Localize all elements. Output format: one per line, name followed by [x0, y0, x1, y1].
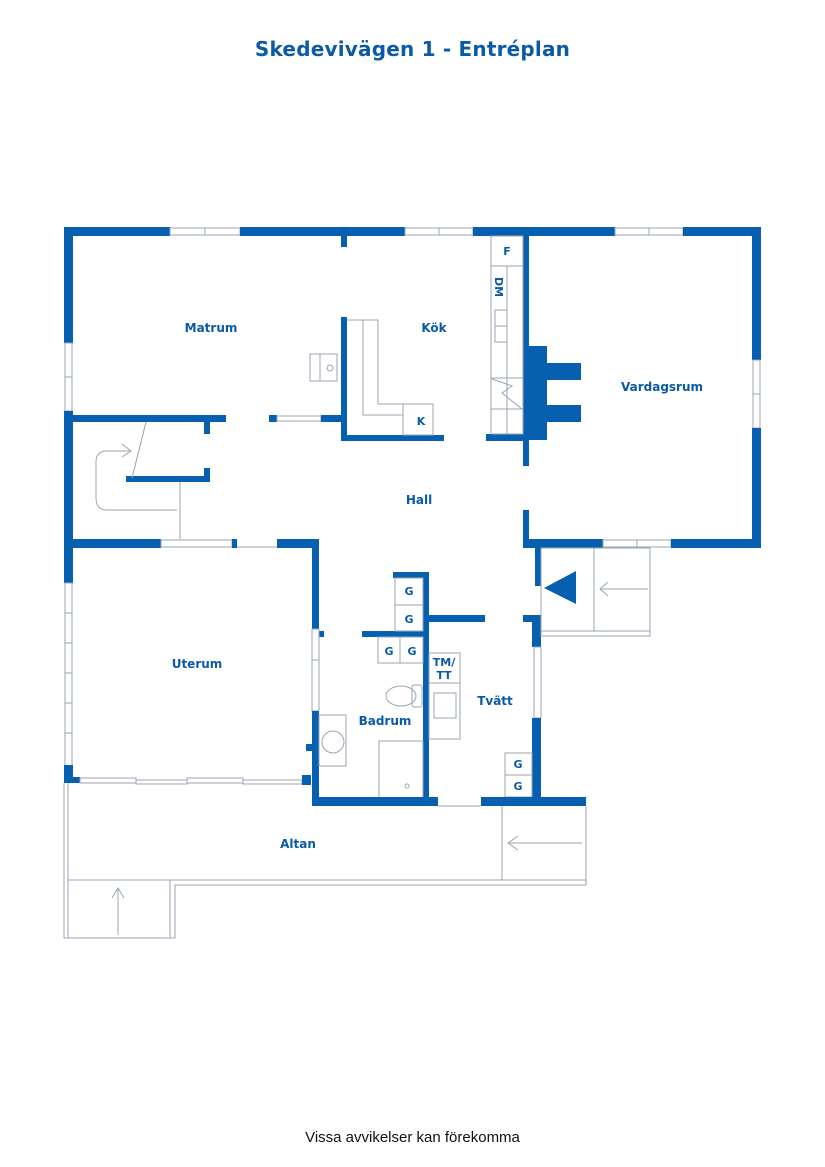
wall	[240, 227, 405, 236]
wardrobe-label: G	[513, 758, 522, 771]
wardrobe-label: G	[513, 780, 522, 793]
wardrobe-label: G	[404, 585, 413, 598]
fireplace-icon	[529, 346, 547, 440]
room-label-altan: Altan	[280, 837, 316, 851]
stair-line	[131, 421, 147, 479]
stair-arrow-icon	[95, 450, 177, 511]
toilet-icon	[385, 685, 417, 707]
room-label-hall: Hall	[406, 493, 432, 507]
dishwasher-label: DM	[492, 277, 505, 297]
plan-title: Skedevivägen 1 - Entréplan	[254, 37, 571, 61]
wardrobe-label: G	[404, 613, 413, 626]
dryer-label: TT	[436, 669, 452, 682]
room-label-uterum: Uterum	[172, 657, 223, 671]
window	[64, 582, 73, 770]
disclaimer: Vissa avvikelser kan förekomma	[305, 1129, 520, 1146]
wall	[752, 227, 761, 360]
washer-label: TM/	[433, 656, 456, 669]
sink-icon	[309, 353, 338, 382]
wall	[473, 227, 615, 236]
wall	[64, 411, 73, 583]
kitchen-k-label: K	[417, 415, 426, 428]
wardrobe-label: G	[384, 645, 393, 658]
fridge-label: F	[503, 245, 511, 258]
wall	[683, 227, 761, 236]
room-label-badrum: Badrum	[359, 714, 412, 728]
wall	[64, 227, 170, 236]
wardrobe-label: G	[407, 645, 416, 658]
entrance-triangle-icon	[544, 571, 576, 604]
stove-icon	[491, 378, 523, 410]
wall	[752, 428, 761, 548]
wall	[64, 227, 73, 343]
room-label-matrum: Matrum	[185, 321, 238, 335]
room-label-kok: Kök	[421, 321, 447, 335]
room-label-vardagsrum: Vardagsrum	[621, 380, 703, 394]
room-label-tvatt: Tvätt	[477, 694, 513, 708]
